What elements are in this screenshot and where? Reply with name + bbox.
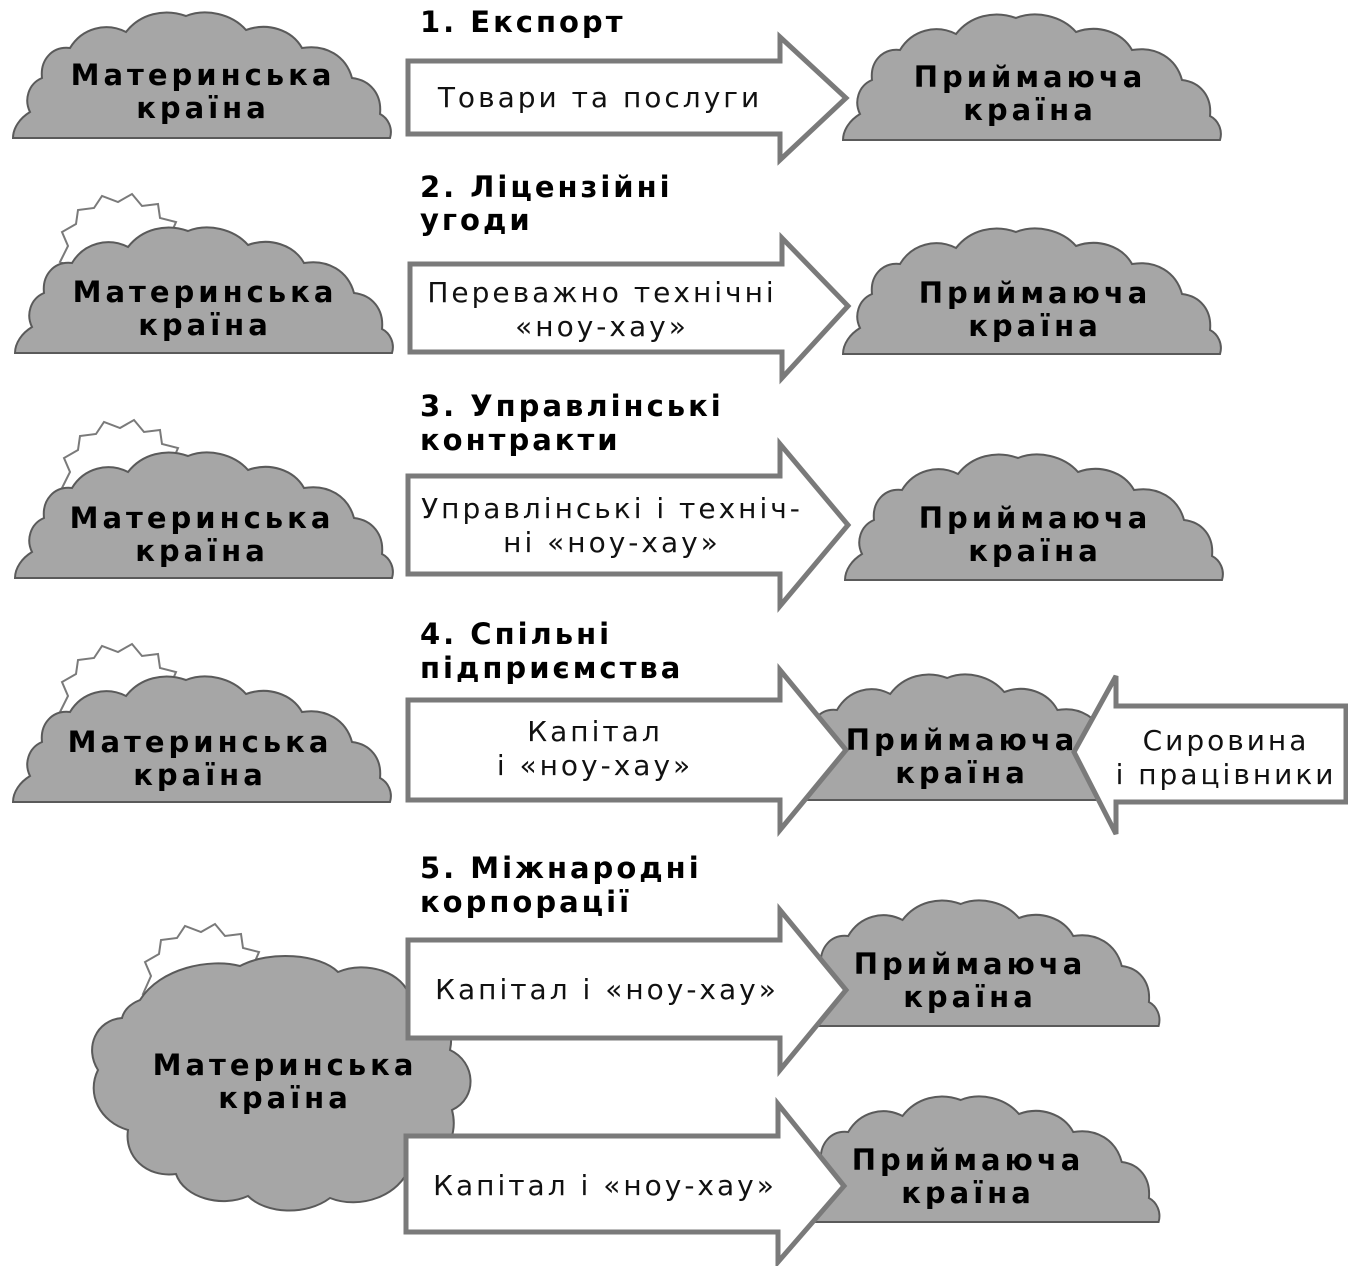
arrow-label: Управлінські і техніч- [421, 492, 803, 525]
home-country-label: країна [218, 1081, 352, 1115]
home-country-label: Материнська [68, 725, 333, 759]
row-title: контракти [420, 423, 621, 457]
host-country-label: країна [895, 756, 1029, 790]
return-flow-arrow [1071, 674, 1348, 836]
host-country-label: країна [968, 534, 1102, 568]
home-country-label: країна [133, 758, 267, 792]
host-country-label: країна [963, 93, 1097, 127]
row-title: 5. Міжнародні [420, 851, 702, 885]
flow-arrow [407, 231, 852, 385]
arrow-label: Переважно технічні [427, 276, 776, 309]
home-country-label: країна [135, 534, 269, 568]
row-management-contracts: 3. Управлінські контракти Материнська кр… [14, 389, 1224, 613]
arrow-label: Капітал [527, 715, 663, 748]
home-country-label: Материнська [70, 501, 335, 535]
host-country-label: Приймаюча [914, 60, 1147, 94]
arrow-label: ні «ноу-хау» [503, 526, 721, 559]
arrow-label: і «ноу-хау» [497, 749, 693, 782]
row-title: угоди [420, 203, 533, 237]
flow-arrow [405, 903, 850, 1077]
host-country-label: Приймаюча [846, 723, 1079, 757]
arrow-label: Товари та послуги [437, 81, 762, 114]
return-arrow-label: і працівники [1116, 758, 1337, 791]
host-country-label: Приймаюча [919, 276, 1152, 310]
row-title: підприємства [420, 651, 683, 685]
flow-arrow [405, 31, 850, 166]
row-title: 2. Ліцензійні [420, 170, 673, 204]
arrow-label: «ноу-хау» [515, 310, 689, 343]
arrow-label: Капітал і «ноу-хау» [435, 973, 779, 1006]
home-country-cloud [91, 955, 472, 1212]
home-country-label: Материнська [73, 275, 338, 309]
home-country-label: Материнська [71, 58, 336, 92]
row-export: 1. Експорт Материнська країна Товари та … [12, 5, 1222, 166]
host-country-label: країна [901, 1176, 1035, 1210]
row-licensing: 2. Ліцензійні угоди Материнська країна П… [14, 170, 1222, 385]
flow-arrow [403, 1096, 848, 1266]
home-country-label: країна [138, 308, 272, 342]
arrow-label: Капітал і «ноу-хау» [433, 1169, 777, 1202]
home-country-label: країна [136, 91, 270, 125]
flow-arrow [405, 437, 852, 613]
return-arrow-label: Сировина [1143, 724, 1310, 757]
row-title: 3. Управлінські [420, 389, 724, 423]
host-country-label: Приймаюча [852, 1143, 1085, 1177]
row-title: корпорації [420, 885, 632, 919]
row-title: 4. Спільні [420, 617, 612, 651]
home-country-label: Материнська [153, 1048, 418, 1082]
row-joint-ventures: 4. Спільні підприємства Материнська краї… [12, 617, 1348, 837]
row-multinational-corporations: 5. Міжнародні корпорації Материнська кра… [91, 851, 1161, 1266]
row-title: 1. Експорт [420, 5, 626, 39]
host-country-label: країна [968, 309, 1102, 343]
host-country-label: Приймаюча [854, 947, 1087, 981]
host-country-label: країна [903, 980, 1037, 1014]
flow-arrow [405, 663, 850, 837]
host-country-label: Приймаюча [919, 501, 1152, 535]
